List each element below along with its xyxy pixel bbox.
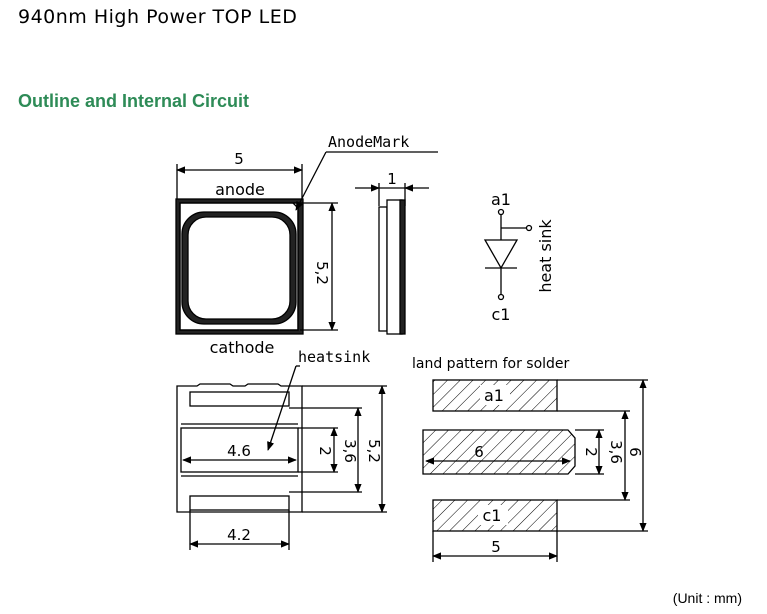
inner-height-dimension: 3,6 (341, 439, 359, 463)
side-thickness-dimension: 1 (387, 170, 397, 188)
top-view (175, 151, 438, 335)
outer-height-dimension: 5,2 (365, 439, 383, 463)
section-heading: Outline and Internal Circuit (18, 91, 250, 111)
heat-sink-label: heat sink (536, 219, 555, 293)
anode-label: anode (215, 180, 265, 199)
top-width-dimension: 5 (234, 150, 244, 168)
land-outer-height-dimension: 6 (626, 447, 644, 457)
cathode-pin-label: c1 (492, 305, 511, 324)
pad-width-dimension: 4.6 (227, 442, 251, 460)
pad-a-label-bg (480, 385, 510, 405)
top-height-dimension: 5,2 (313, 261, 331, 285)
land-inner-height-dimension: 3,6 (607, 440, 625, 464)
internal-circuit (483, 208, 533, 301)
land-width-dimension: 5 (491, 538, 501, 556)
heatsink-height-dimension: 2 (316, 446, 334, 456)
cathode-label: cathode (210, 338, 275, 357)
unit-note: (Unit : mm) (672, 590, 742, 606)
center-width-dimension: 6 (474, 443, 484, 461)
anode-pin-label: a1 (491, 190, 511, 209)
anode-mark-label: AnodeMark (328, 133, 409, 151)
pad-c-label-bg (478, 505, 508, 525)
document-title: 940nm High Power TOP LED (18, 6, 298, 28)
lead-width-dimension: 4.2 (227, 526, 251, 544)
pad-a-label: a1 (484, 386, 504, 405)
side-view (355, 183, 429, 335)
heatsink-label: heatsink (298, 348, 370, 366)
bottom-view (176, 365, 387, 550)
pad-c-label: c1 (483, 506, 502, 525)
land-pattern-title: land pattern for solder (412, 356, 570, 372)
center-height-dimension: 2 (582, 447, 600, 457)
land-pattern (422, 379, 648, 562)
